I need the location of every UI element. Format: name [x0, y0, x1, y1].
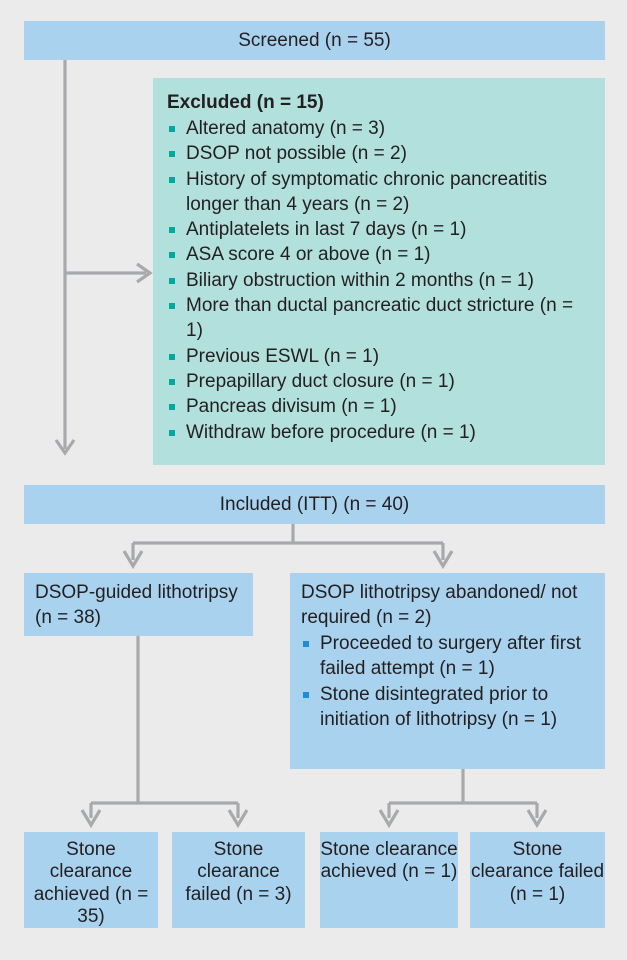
node-outcome-3-label: Stone clearance achieved (n = 1) [320, 839, 458, 883]
node-included-label: Included (ITT) (n = 40) [219, 493, 410, 515]
list-item: Altered anatomy (n = 3) [167, 116, 591, 141]
list-item: Stone disintegrated prior to initiation … [301, 682, 594, 733]
list-item: DSOP not possible (n = 2) [167, 141, 591, 166]
excluded-list: Altered anatomy (n = 3) DSOP not possibl… [167, 116, 591, 445]
node-dsop-guided-label: DSOP-guided lithotripsy (n = 38) [35, 582, 238, 628]
list-item: Previous ESWL (n = 1) [167, 344, 591, 369]
node-outcome-2: Stone clearance failed (n = 3) [172, 832, 305, 928]
list-item: Pancreas divisum (n = 1) [167, 394, 591, 419]
list-item: History of symptomatic chronic pancreati… [167, 167, 591, 218]
list-item: More than ductal pancreatic duct strictu… [167, 293, 591, 344]
list-item: Antiplatelets in last 7 days (n = 1) [167, 217, 591, 242]
node-excluded: Excluded (n = 15) Altered anatomy (n = 3… [153, 78, 605, 465]
list-item: Proceeded to surgery after first failed … [301, 631, 594, 682]
list-item: Withdraw before procedure (n = 1) [167, 420, 591, 445]
abandoned-list: Proceeded to surgery after first failed … [301, 631, 594, 732]
node-screened: Screened (n = 55) [24, 21, 605, 60]
node-dsop-abandoned: DSOP lithotripsy abandoned/ not required… [290, 573, 605, 769]
node-outcome-1: Stone clearance achieved (n = 35) [24, 832, 158, 928]
node-outcome-1-label: Stone clearance achieved (n = 35) [33, 839, 149, 927]
node-screened-label: Screened (n = 55) [238, 29, 391, 51]
node-outcome-4: Stone clearance failed (n = 1) [470, 832, 605, 928]
excluded-title: Excluded (n = 15) [167, 92, 324, 113]
node-dsop-guided: DSOP-guided lithotripsy (n = 38) [24, 573, 253, 636]
node-dsop-abandoned-label: DSOP lithotripsy abandoned/ not required… [301, 582, 578, 628]
node-outcome-3: Stone clearance achieved (n = 1) [320, 832, 458, 928]
node-outcome-4-label: Stone clearance failed (n = 1) [470, 839, 605, 905]
node-outcome-2-label: Stone clearance failed (n = 3) [185, 839, 292, 905]
list-item: Prepapillary duct closure (n = 1) [167, 369, 591, 394]
node-included: Included (ITT) (n = 40) [24, 485, 605, 524]
list-item: ASA score 4 or above (n = 1) [167, 242, 591, 267]
list-item: Biliary obstruction within 2 months (n =… [167, 268, 591, 293]
